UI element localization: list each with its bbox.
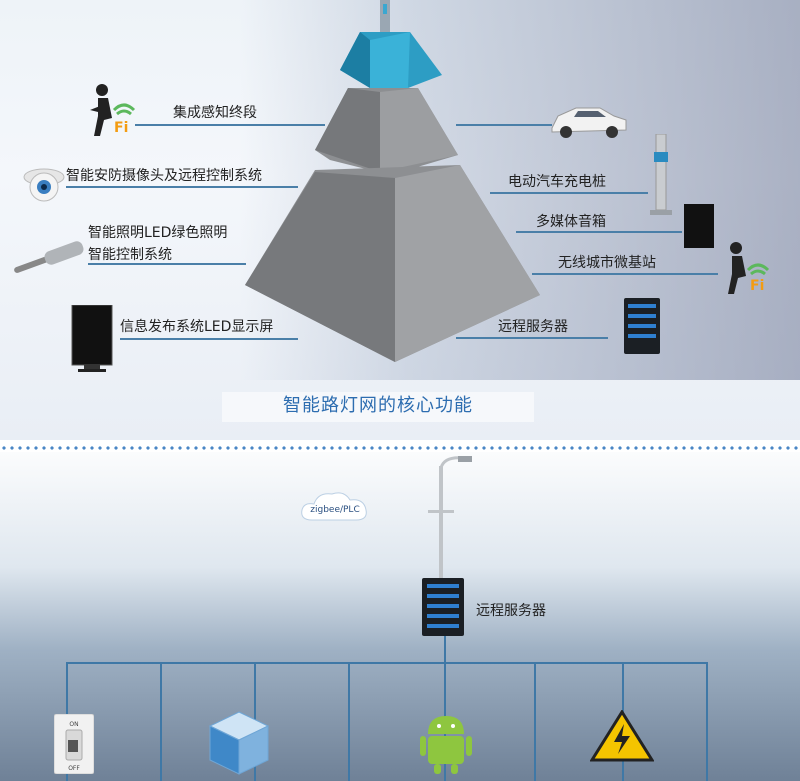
connector-line (490, 192, 648, 194)
label-sensing-terminal: 集成感知终段 (173, 105, 257, 121)
pyramid-diagram (245, 0, 540, 362)
walking-person-wifi-icon-right: Fi (728, 242, 770, 294)
light-switch-icon: ON OFF (54, 714, 94, 774)
drop-line (534, 662, 536, 781)
drop-line (160, 662, 162, 781)
label-security-camera: 智能安防摄像头及远程控制系统 (66, 168, 262, 184)
cloud-label: zigbee/PLC (310, 505, 359, 515)
switch-off-label: OFF (68, 765, 80, 772)
speaker-icon (684, 204, 714, 248)
server-label: 远程服务器 (476, 603, 546, 619)
street-lamp-icon (428, 456, 472, 584)
high-voltage-warning-icon (590, 710, 654, 762)
section-title: 智能路灯网的核心功能 (222, 392, 534, 422)
connector-line (516, 231, 682, 233)
bus-line (66, 662, 708, 664)
led-display-icon (71, 305, 113, 372)
server-icon (624, 298, 660, 354)
connector-line (120, 338, 298, 340)
label-led-display: 信息发布系统LED显示屏 (120, 319, 274, 335)
car-icon (551, 107, 627, 138)
drop-line (706, 662, 708, 781)
switch-on-label: ON (69, 721, 78, 728)
svg-text:Fi: Fi (114, 120, 128, 136)
charging-pile-icon (650, 134, 672, 215)
trunk-line (444, 636, 446, 663)
label-ev-charger: 电动汽车充电桩 (508, 174, 606, 190)
walking-person-wifi-icon: Fi (90, 84, 136, 136)
connector-line (135, 124, 325, 126)
connector-line (66, 186, 298, 188)
bottom-panel: zigbee/PLC 远程服务器 ON OFF (0, 452, 800, 781)
connector-line (456, 124, 552, 126)
drop-line (348, 662, 350, 781)
security-camera-icon (23, 168, 65, 202)
connector-line (532, 273, 718, 275)
android-icon (420, 716, 472, 774)
cloud-icon: zigbee/PLC (301, 492, 367, 521)
label-led-lighting: 智能照明LED绿色照明 (88, 225, 228, 241)
connector-line (456, 337, 608, 339)
label-multimedia-speaker: 多媒体音箱 (536, 214, 606, 230)
svg-text:Fi: Fi (750, 278, 764, 294)
server-icon-bottom (422, 578, 464, 636)
label-micro-base-station: 无线城市微基站 (558, 255, 656, 271)
top-panel: Fi Fi 集成感知 (0, 0, 800, 440)
connector-line (88, 263, 246, 265)
street-lamp-head-icon (14, 241, 84, 273)
label-smart-control: 智能控制系统 (88, 247, 172, 263)
label-remote-server: 远程服务器 (498, 319, 568, 335)
dotted-divider (0, 446, 800, 450)
cube-icon (208, 711, 270, 775)
